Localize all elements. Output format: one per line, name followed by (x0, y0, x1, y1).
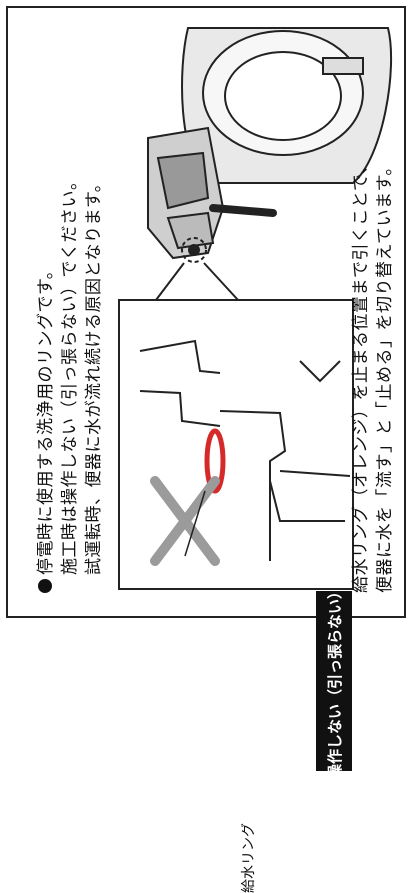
detail-inset: 操作しない（引っ張らない） 給水リング (118, 299, 354, 893)
water-ring-label: 給水リング (241, 823, 257, 893)
toilet-bowl (181, 27, 393, 184)
tank-unit (147, 126, 225, 260)
bottom-note-line-2: 便器に水を「流す」と「止める」を切り替えています。 (375, 158, 395, 593)
toilet-illustration (147, 27, 393, 301)
caution-line-3: 試運転時、便器に水が流れ続ける原因となります。 (84, 174, 104, 575)
bottom-note: 給水リング（オレンジ）を止まる位置まで引くことで、 便器に水を「流す」と「止める… (349, 157, 397, 593)
detail-drawing (139, 339, 351, 566)
water-ring-icon (204, 428, 226, 494)
do-not-operate-banner: 操作しない（引っ張らない） (316, 583, 352, 779)
water-hose (209, 204, 277, 217)
bullet-dot (38, 579, 52, 593)
caution-line-1: 停電時に使用する洗浄用のリングです。 (34, 173, 58, 593)
water-ring-marker (155, 237, 239, 301)
cross-mark-icon (150, 476, 220, 566)
caution-text: 停電時に使用する洗浄用のリングです。 施工時は操作しない（引っ張らない）でくださ… (34, 172, 106, 593)
page-frame: 停電時に使用する洗浄用のリングです。 施工時は操作しない（引っ張らない）でくださ… (6, 6, 406, 893)
bottom-note-line-1: 給水リング（オレンジ）を止まる位置まで引くことで、 (351, 156, 371, 593)
caution-line-2: 施工時は操作しない（引っ張らない）でください。 (60, 172, 80, 576)
